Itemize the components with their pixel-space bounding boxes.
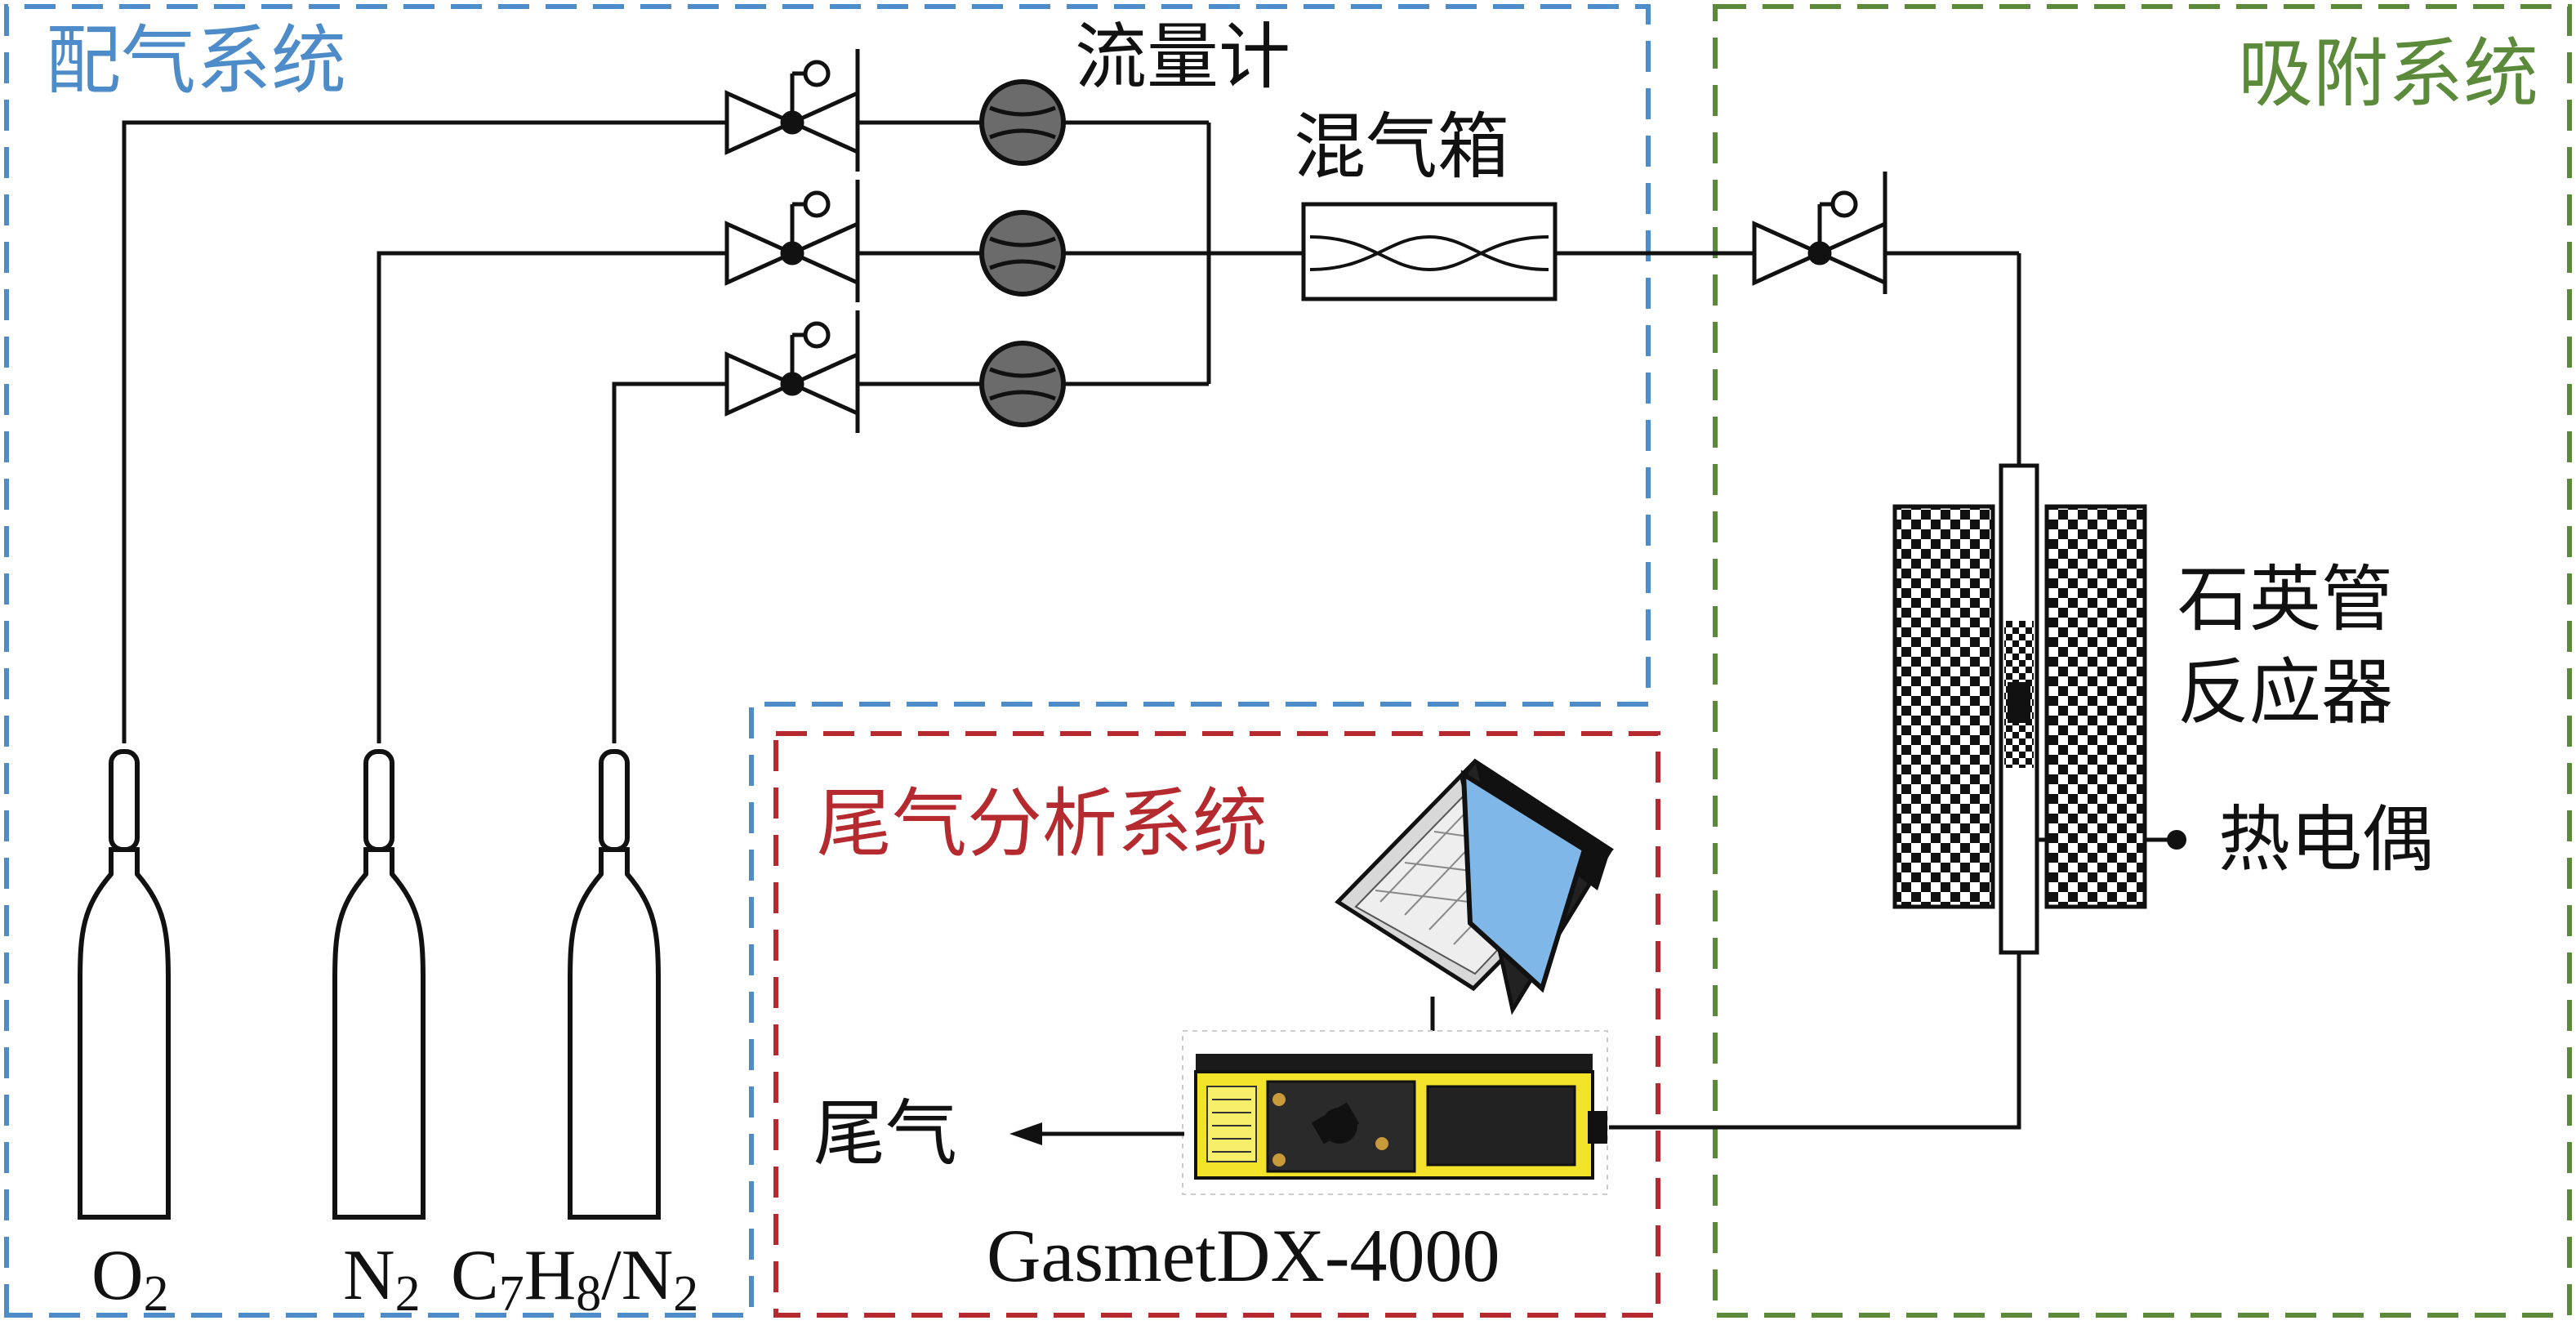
arrow-left-icon xyxy=(1009,1122,1184,1145)
exhaust-label: 尾气 xyxy=(813,1091,957,1176)
flowmeter-icon xyxy=(979,79,1066,166)
furnace-left-icon xyxy=(1892,504,1995,909)
gas-cylinder-icon xyxy=(332,749,426,1220)
laptop-icon xyxy=(1335,758,1614,1015)
adsorption-system-boundary xyxy=(1713,4,2572,1318)
cylinder-label-c7h8-n2: C7H8/N2 xyxy=(451,1236,698,1322)
exhaust-analysis-system-boundary xyxy=(773,731,1660,1318)
reactor-label-line1: 石英管 xyxy=(2177,557,2393,641)
needle-valve-icon xyxy=(1752,172,1887,294)
needle-valve-icon xyxy=(724,49,860,172)
reactor-label-line2: 反应器 xyxy=(2177,650,2393,734)
needle-valve-icon xyxy=(724,310,860,433)
needle-valve-icon xyxy=(724,180,860,302)
mixing-box-label: 混气箱 xyxy=(1294,105,1509,189)
exhaust-analysis-system-label: 尾气分析系统 xyxy=(817,780,1268,868)
furnace-right-icon xyxy=(2044,504,2147,909)
gas-analyzer-icon xyxy=(1182,1030,1608,1195)
cylinder-label-n2: N2 xyxy=(343,1236,421,1322)
quartz-tube-icon xyxy=(1999,463,2039,955)
flowmeter-label: 流量计 xyxy=(1075,15,1290,99)
mixing-box-icon xyxy=(1301,202,1558,301)
cylinder-label-o2: O2 xyxy=(91,1236,169,1322)
gas-supply-system-label: 配气系统 xyxy=(46,17,346,105)
gas-cylinder-icon xyxy=(78,749,171,1220)
gas-supply-system-boundary xyxy=(4,4,1651,1318)
thermocouple-tip-icon xyxy=(2167,830,2186,850)
analyzer-label: GasmetDX-4000 xyxy=(987,1214,1500,1297)
flowmeter-icon xyxy=(979,341,1066,427)
flowmeter-icon xyxy=(979,210,1066,297)
adsorption-system-label: 吸附系统 xyxy=(2238,30,2538,118)
gas-cylinder-icon xyxy=(568,749,661,1220)
thermocouple-label: 热电偶 xyxy=(2218,797,2434,881)
